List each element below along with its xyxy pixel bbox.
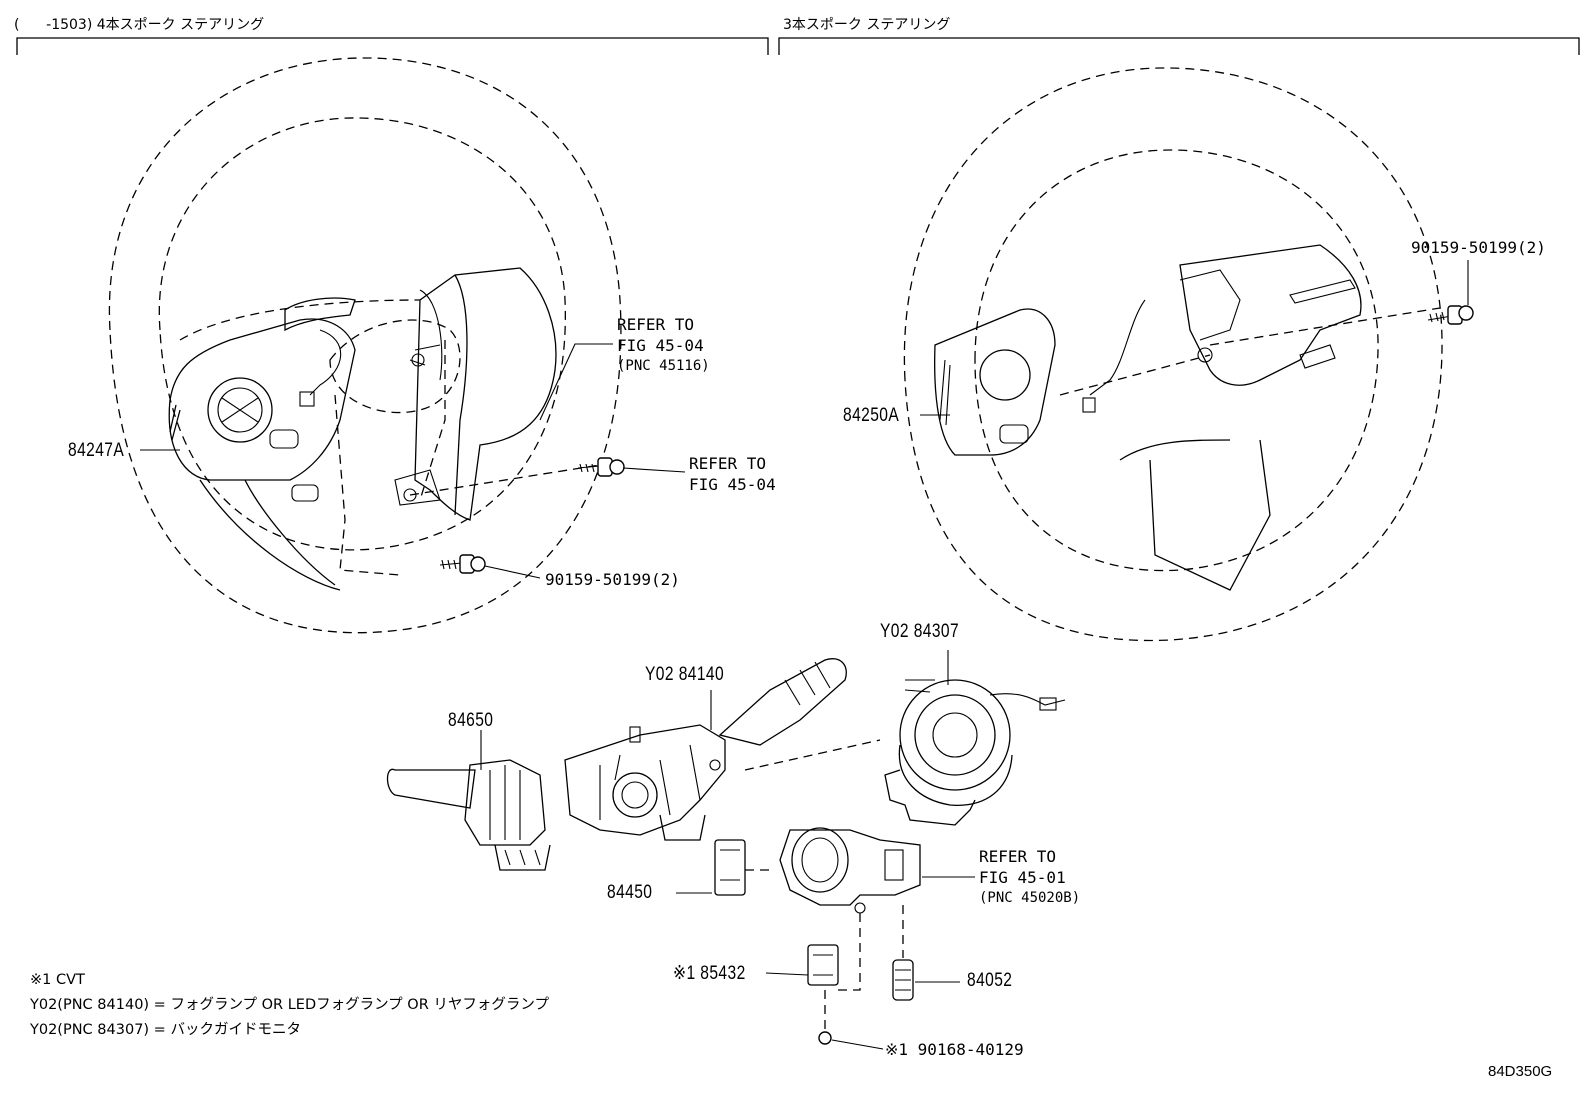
footnotes: ※1 CVT Y02(PNC 84140) = フォグランプ OR LEDフォグ… (30, 968, 549, 1043)
figure-id: 84D350G (1488, 1063, 1553, 1080)
part-label-84052[interactable]: 84052 (967, 970, 1013, 991)
refer-to-label: REFER TO (617, 315, 695, 334)
footnote-84140: Y02(PNC 84140) = フォグランプ OR LEDフォグランプ OR … (30, 997, 549, 1013)
right-steering-wheel (903, 67, 1443, 642)
transponder-amplifier (714, 839, 775, 896)
unlock-warning-switch (807, 910, 861, 1030)
refer-fig-label: FIG 45-04 (689, 475, 776, 494)
refer-to-block-2[interactable]: REFER TO FIG 45-04 (689, 453, 776, 495)
left-steering-wheel (108, 57, 622, 634)
left-section-header: ( -1503) 4本スポーク ステアリング (14, 17, 265, 33)
part-label-90159-left[interactable]: 90159-50199(2) (545, 570, 680, 589)
right-screw (1427, 305, 1474, 325)
part-label-Y02-84140[interactable]: Y02 84140 (645, 664, 725, 685)
refer-to-label: REFER TO (689, 454, 767, 473)
switch-assembly-body (779, 827, 921, 914)
leader-lines (140, 260, 1469, 1050)
part-label-Y02-84307[interactable]: Y02 84307 (880, 621, 960, 642)
key-cylinder-part (892, 905, 914, 1001)
right-section-header: 3本スポーク ステアリング (783, 17, 951, 33)
switch-leader-dash (744, 739, 881, 771)
part-label-90159-right[interactable]: 90159-50199(2) (1411, 238, 1546, 257)
refer-fig-label: FIG 45-01 (979, 868, 1066, 887)
refer-pnc-label: (PNC 45116) (617, 358, 710, 374)
light-control-switch (564, 658, 847, 841)
refer-fig-label: FIG 45-04 (617, 336, 704, 355)
part-label-85432[interactable]: ※1 85432 (673, 963, 746, 984)
refer-to-block-1[interactable]: REFER TO FIG 45-04 (PNC 45116) (617, 314, 710, 377)
part-label-90168[interactable]: ※1 90168-40129 (885, 1040, 1024, 1059)
left-screw-upper (577, 457, 625, 477)
left-screw-lower (439, 554, 486, 574)
left-section-bracket (16, 37, 769, 55)
turn-signal-switch (386, 759, 551, 871)
part-label-84247A[interactable]: 84247A (68, 440, 125, 461)
spiral-cable (884, 679, 1066, 826)
footnote-cvt: ※1 CVT (30, 972, 85, 988)
part-label-84450[interactable]: 84450 (607, 882, 653, 903)
part-label-84250A[interactable]: 84250A (843, 405, 900, 426)
footnote-84307: Y02(PNC 84307) = バックガイドモニタ (30, 1022, 301, 1038)
small-screw (818, 1031, 832, 1045)
refer-to-block-3[interactable]: REFER TO FIG 45-01 (PNC 45020B) (979, 846, 1080, 909)
part-label-84650[interactable]: 84650 (448, 710, 494, 731)
right-section-bracket (778, 37, 1580, 55)
refer-pnc-label: (PNC 45020B) (979, 890, 1081, 906)
refer-to-label: REFER TO (979, 847, 1057, 866)
